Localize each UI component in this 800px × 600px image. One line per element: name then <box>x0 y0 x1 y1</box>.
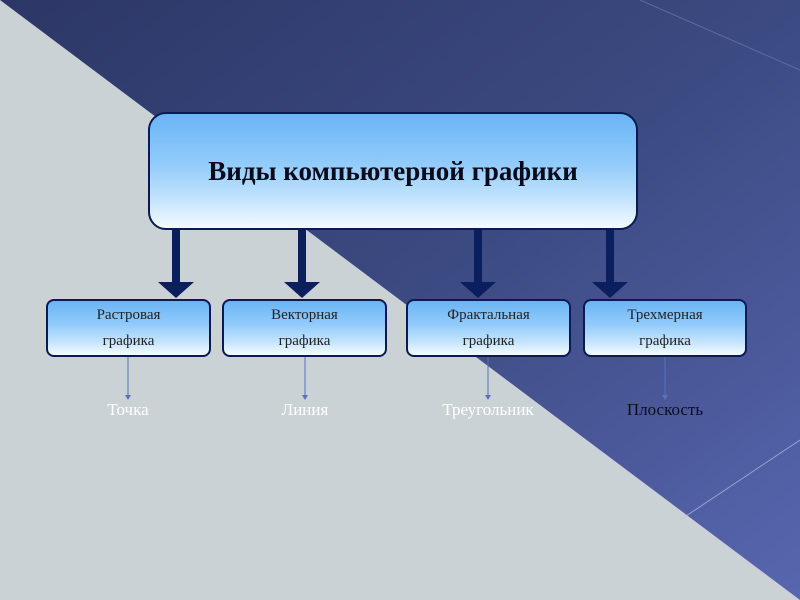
category-box-3d: Трехмерная графика <box>583 299 747 357</box>
category-box-vector: Векторная графика <box>222 299 387 357</box>
category-label-line2: графика <box>278 333 331 349</box>
category-label-line2: графика <box>102 333 155 349</box>
category-box-raster: Растровая графика <box>46 299 211 357</box>
example-label-vector: Линия <box>281 400 329 419</box>
category-label-line1: Растровая <box>96 307 161 323</box>
category-label-line1: Векторная <box>271 307 338 323</box>
example-label-raster: Точка <box>107 400 149 419</box>
example-label-3d: Плоскость <box>626 400 704 419</box>
category-label-line2: графика <box>462 333 515 349</box>
diagram-title: Виды компьютерной графики <box>208 155 578 186</box>
category-label-line1: Фрактальная <box>447 307 530 323</box>
category-box-fractal: Фрактальная графика <box>406 299 571 357</box>
category-label-line1: Трехмерная <box>627 307 703 323</box>
example-label-fractal: Треугольник <box>442 400 534 419</box>
title-box: Виды компьютерной графики <box>148 112 638 230</box>
decor-line <box>639 0 800 71</box>
category-label-line2: графика <box>639 333 691 349</box>
decor-line <box>679 439 800 521</box>
